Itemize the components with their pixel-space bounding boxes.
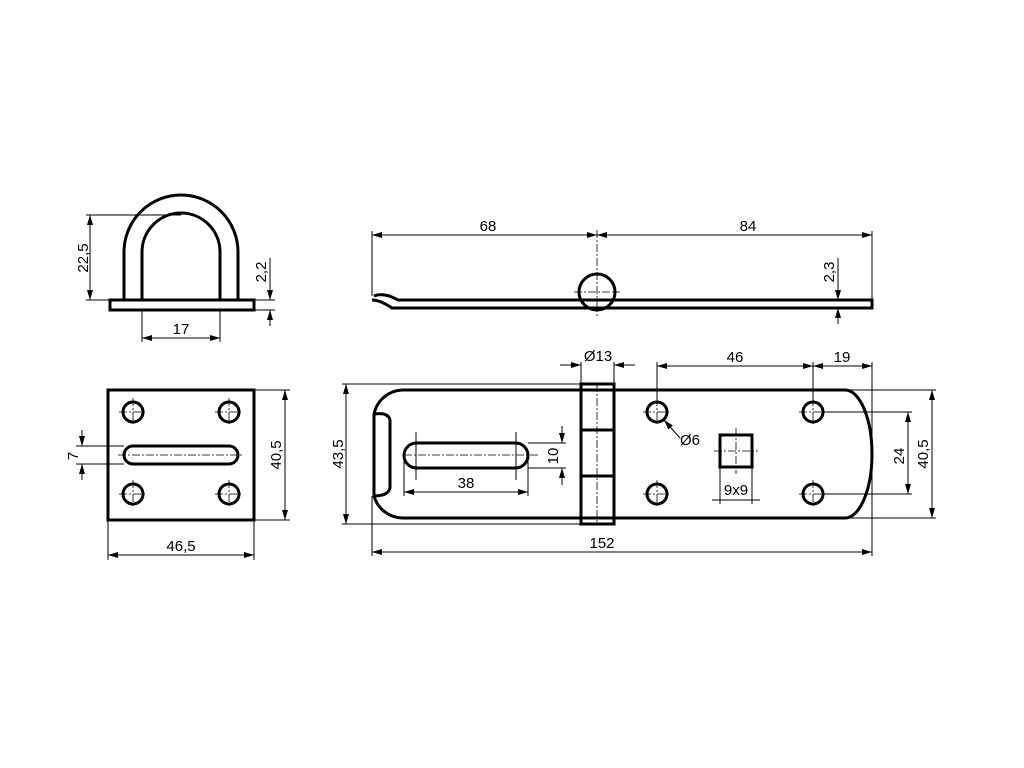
staple-loop-inner [140,211,222,300]
staple-loop-outer [122,193,240,300]
dim-label-overall-length: 152 [589,535,614,552]
hasp-side-plate [371,293,874,310]
dim-label-overall-height: 43,5 [330,439,347,468]
dim-label-end-offset: 19 [834,349,851,366]
dim-label-knuckle-diameter: Ø13 [584,348,612,365]
hasp-knuckle-hinge [579,382,616,526]
dim-label-width: 46,5 [166,538,195,555]
dim-label-right-height: 40,5 [915,439,932,468]
staple-holes [119,398,243,508]
dim-label-thickness: 2,3 [821,262,838,283]
dim-label-slot-length: 38 [458,475,475,492]
staple-plate [106,388,256,522]
hasp-slot [402,441,530,470]
dim-label-hole-spacing: 46 [727,349,744,366]
dim-label-hole-diameter: Ø6 [680,432,700,449]
dim-label-slot-width: 7 [65,452,82,460]
staple-front-view: 22,5 2,2 17 [75,193,275,342]
hasp-outline [372,388,874,520]
dim-label-height: 40,5 [268,440,285,469]
dim-label-right-length: 84 [740,218,757,235]
dim-label-height: 22,5 [75,243,92,272]
dim-label-slot-width: 10 [545,448,562,465]
dim-label-plate-thickness: 2,2 [253,262,270,283]
hasp-top-view: Ø13 46 19 Ø6 9x9 24 40,5 43,5 10 38 [330,348,936,556]
dim-label-hole-vertical-spacing: 24 [891,448,908,465]
staple-base-plate [108,298,256,312]
dim-label-square-hole: 9x9 [724,482,748,499]
hasp-side-view: 68 84 2,3 [371,218,874,324]
dim-label-inner-width: 17 [173,321,190,338]
dim-label-left-length: 68 [480,218,497,235]
staple-top-view: 7 40,5 46,5 [65,388,290,560]
